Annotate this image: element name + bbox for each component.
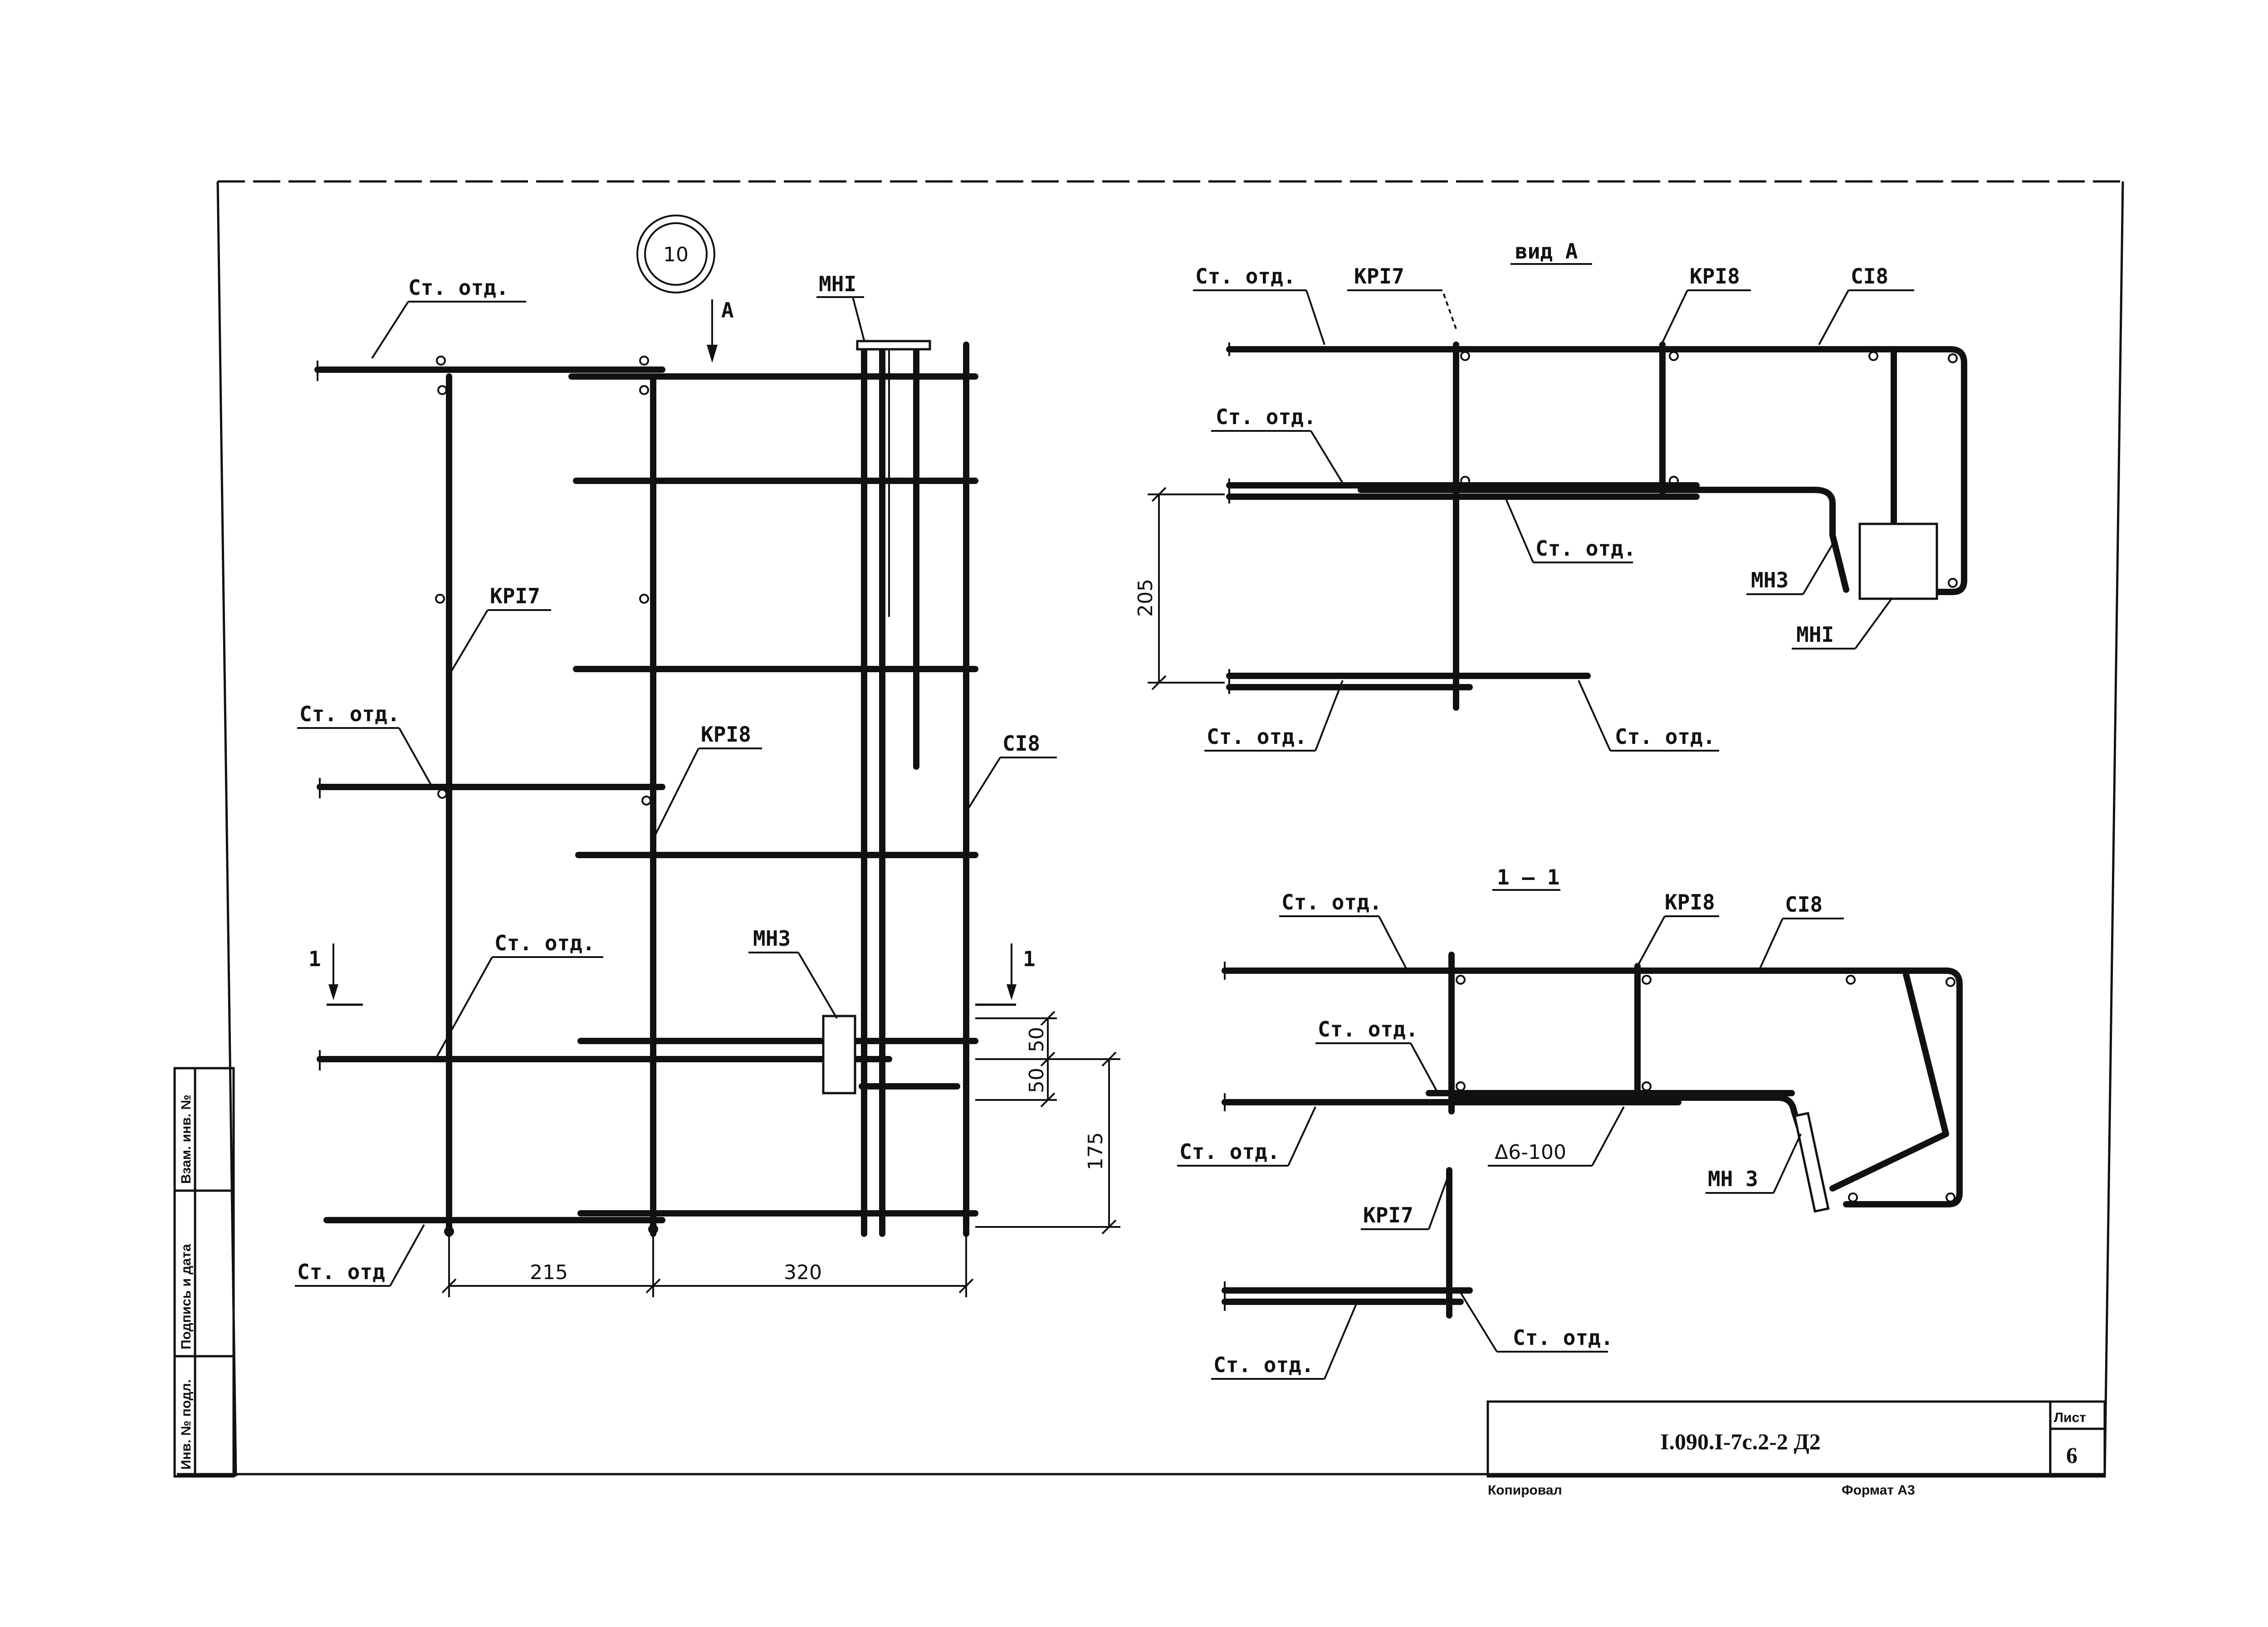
- sheet-frame: [177, 180, 2124, 1477]
- dim-215: 215: [530, 1261, 568, 1284]
- section-title: 1 — 1: [1497, 865, 1559, 889]
- view-a-st-otd-1: Ст. отд.: [1195, 264, 1296, 288]
- view-a-st-otd-2: Ст. отд.: [1216, 405, 1316, 429]
- inv-copy-label: Взам. инв. №: [179, 1094, 194, 1184]
- view-a-kp18: КРI8: [1690, 264, 1740, 288]
- section-mark-left-label: 1: [308, 947, 321, 971]
- label-st-otd-mid: Ст. отд.: [299, 702, 400, 726]
- view-a-title: вид А: [1515, 239, 1578, 264]
- label-c18: СI8: [1002, 731, 1040, 756]
- horizontal-bars: [314, 361, 978, 1223]
- section-st-otd-3: Ст. отд.: [1179, 1139, 1280, 1164]
- copied-label: Копировал: [1488, 1483, 1562, 1498]
- main-view: 10 A: [295, 215, 1120, 1297]
- section-weld: Δ6-100: [1495, 1141, 1566, 1164]
- label-kp17: КРI7: [490, 584, 540, 608]
- section-mark-left: 1: [308, 943, 363, 1006]
- dim-320: 320: [784, 1261, 822, 1284]
- side-stamp: Инв. № подл. Подпись и дата Взам. инв. №: [173, 1067, 235, 1478]
- dim-175: 175: [1084, 1132, 1107, 1170]
- section-1-1: 1 — 1 Ст. отд. КРI8 СI8: [1177, 865, 1963, 1380]
- label-mh1: МНI: [819, 272, 856, 296]
- view-a: вид А Ст. отд. КРI7 КРI8 СI: [1134, 239, 1967, 752]
- bar-loops: [435, 356, 658, 1236]
- sign-date-label: Подпись и дата: [179, 1244, 194, 1349]
- drawing-code: I.090.I-7с.2-2 Д2: [1660, 1429, 1821, 1454]
- section-kp18: КРI8: [1665, 890, 1715, 914]
- section-mark-right: 1: [975, 943, 1036, 1006]
- view-a-kp17: КРI7: [1354, 264, 1404, 288]
- section-mark-right-label: 1: [1023, 947, 1036, 971]
- detail-number-marker: 10: [636, 215, 715, 293]
- view-arrow-label: A: [721, 298, 734, 322]
- section-st-otd-4: Ст. отд.: [1513, 1325, 1613, 1350]
- view-a-st-otd-5: Ст. отд.: [1615, 724, 1716, 749]
- title-block: I.090.I-7с.2-2 Д2 Лист 6: [1486, 1400, 2106, 1478]
- view-a-c18: СI8: [1851, 264, 1888, 288]
- sheet-label: Лист: [2054, 1410, 2086, 1425]
- main-labels: Ст. отд. МНI КРI7 Ст. отд. КРI8 СI8 Ст. …: [295, 272, 1057, 1287]
- section-st-otd-5: Ст. отд.: [1213, 1353, 1314, 1377]
- footer: Копировал Формат А3: [1488, 1483, 1915, 1498]
- section-kp17: КРI7: [1363, 1203, 1413, 1227]
- detail-number: 10: [663, 243, 689, 266]
- view-a-st-otd-4: Ст. отд.: [1207, 724, 1307, 749]
- label-st-otd-top: Ст. отд.: [408, 275, 509, 300]
- inv-orig-label: Инв. № подл.: [179, 1379, 194, 1470]
- section-st-otd-1: Ст. отд.: [1281, 890, 1382, 914]
- view-a-dim-205: 205: [1134, 579, 1157, 617]
- view-a-st-otd-3: Ст. отд.: [1535, 536, 1636, 561]
- section-c18: СI8: [1785, 892, 1823, 917]
- mh3-plate: [822, 1015, 856, 1094]
- label-mh3: МН3: [753, 926, 791, 951]
- sheet-number: 6: [2066, 1442, 2077, 1468]
- label-st-otd-bottom: Ст. отд: [297, 1260, 385, 1284]
- label-kp18: КРI8: [701, 722, 751, 747]
- view-a-mh3: МН3: [1751, 568, 1789, 592]
- format-label: Формат А3: [1842, 1483, 1915, 1498]
- view-arrow-a: A: [707, 298, 734, 363]
- dim-50-lower: 50: [1025, 1068, 1048, 1093]
- section-st-otd-2: Ст. отд.: [1318, 1017, 1418, 1041]
- view-a-mh1: МНI: [1796, 622, 1834, 647]
- mh1-plate: [856, 340, 931, 351]
- dim-50-upper: 50: [1025, 1027, 1048, 1052]
- label-st-otd-lower: Ст. отд.: [494, 931, 595, 955]
- main-dimensions: 215 320 50 50 175: [441, 1011, 1120, 1297]
- section-mh3: МН 3: [1708, 1167, 1758, 1191]
